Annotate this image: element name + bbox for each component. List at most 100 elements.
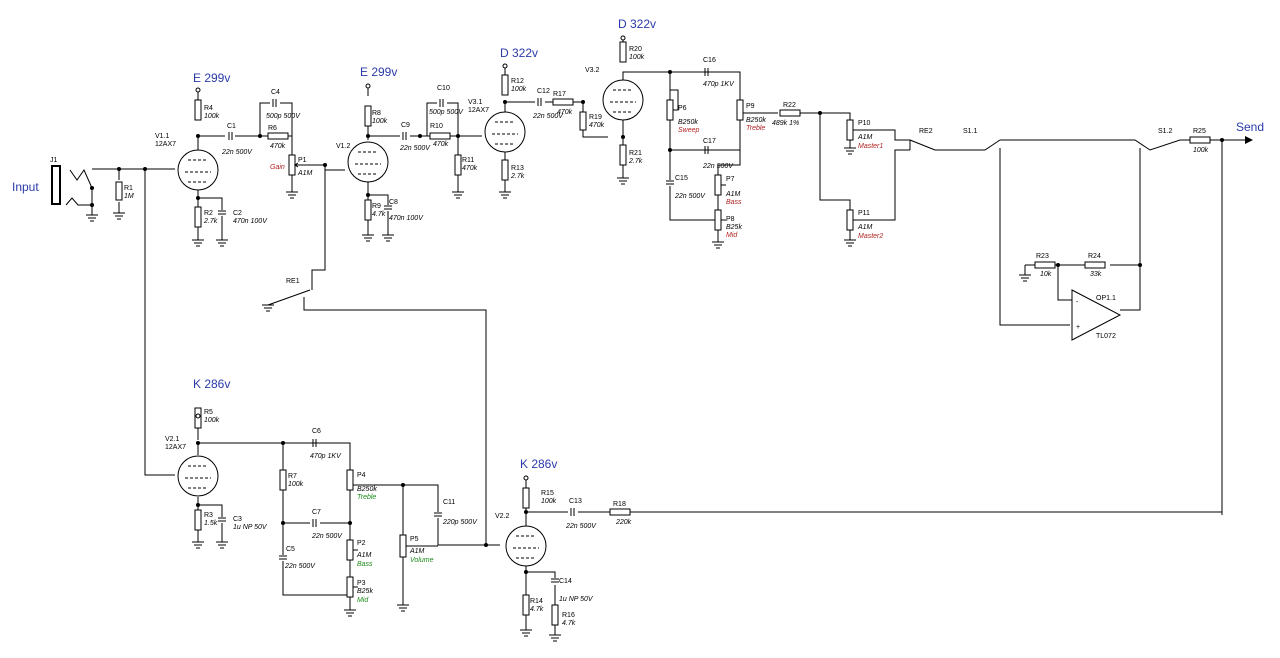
c4-ref: C4 xyxy=(271,89,280,96)
c12-val: 22n 500V xyxy=(532,113,564,120)
r18-val: 220k xyxy=(615,519,632,526)
p7-name: Bass xyxy=(726,199,742,206)
c17-ref: C17 xyxy=(703,138,716,145)
r3-ref: R3 xyxy=(204,512,213,519)
c14-val: 1u NP 50V xyxy=(559,596,594,603)
r7-val: 100k xyxy=(288,481,304,488)
c3-val: 1u NP 50V xyxy=(233,524,268,531)
r22-ref: R22 xyxy=(783,102,796,109)
opamp-type: TL072 xyxy=(1096,333,1116,340)
c2-ref: C2 xyxy=(233,210,242,217)
junction-dots xyxy=(90,70,1224,574)
p11-name: Master2 xyxy=(858,233,883,240)
s12-label: S1.2 xyxy=(1158,128,1173,135)
ground-symbols xyxy=(86,147,1031,642)
opamp-triangle xyxy=(1071,289,1122,341)
c2-val: 470n 100V xyxy=(233,218,268,225)
r23-val: 10k xyxy=(1040,271,1052,278)
r7-ref: R7 xyxy=(288,473,297,480)
tube-v2-1 xyxy=(177,455,219,497)
r8-ref: R8 xyxy=(372,110,381,117)
r6-ref: R6 xyxy=(268,125,277,132)
p5-ref: P5 xyxy=(410,536,419,543)
r14-val: 4.7k xyxy=(530,606,544,613)
c4-val: 500p 500V xyxy=(266,113,301,120)
r23-ref: R23 xyxy=(1036,253,1049,260)
r2-val: 2.7k xyxy=(203,218,218,225)
p1-val: A1M xyxy=(297,170,313,177)
v21-voltage: K 286v xyxy=(193,377,230,391)
v12-voltage: E 299v xyxy=(360,65,397,79)
c1-ref: C1 xyxy=(227,123,236,130)
input-jack xyxy=(51,165,93,206)
c8-ref: C8 xyxy=(389,199,398,206)
output-arrow xyxy=(1245,136,1253,144)
r4-val: 100k xyxy=(204,113,220,120)
r19-val: 470k xyxy=(589,122,605,129)
opamp-ref: OP1.1 xyxy=(1096,295,1116,302)
r14-ref: R14 xyxy=(530,598,543,605)
r18-ref: R18 xyxy=(613,501,626,508)
r15-ref: R15 xyxy=(541,490,554,497)
p7-ref: P7 xyxy=(726,176,735,183)
tube-v1-1 xyxy=(177,149,219,191)
v21-ref: V2.1 xyxy=(165,436,180,443)
v22-voltage: K 286v xyxy=(520,457,557,471)
c10-val: 500p 500V xyxy=(429,109,464,116)
r4-ref: R4 xyxy=(204,105,213,112)
r2-ref: R2 xyxy=(204,210,213,217)
opamp-minus: - xyxy=(1076,299,1079,306)
r9-val: 4.7k xyxy=(372,211,386,218)
p5-name: Volume xyxy=(410,557,434,564)
c5-ref: C5 xyxy=(286,546,295,553)
r10-ref: R10 xyxy=(430,123,443,130)
c15-ref: C15 xyxy=(675,175,688,182)
capacitor-plates xyxy=(218,68,709,583)
p4-ref: P4 xyxy=(357,472,366,479)
c13-val: 22n 500V xyxy=(565,523,597,530)
r24-ref: R24 xyxy=(1088,253,1101,260)
c7-ref: C7 xyxy=(312,509,321,516)
tube-v1-2 xyxy=(347,141,389,183)
re2-label: RE2 xyxy=(919,128,933,135)
p3-name: Mid xyxy=(357,597,369,604)
labels: Input Send J1 E 299v E 299v D 322v D 322… xyxy=(12,17,1264,627)
p8-val: B25k xyxy=(726,224,742,231)
c11-ref: C11 xyxy=(443,499,455,506)
r12-val: 100k xyxy=(511,86,527,93)
r5-ref: R5 xyxy=(204,409,213,416)
r15-val: 100k xyxy=(541,498,557,505)
v32-voltage: D 322v xyxy=(618,17,656,31)
p1-ref: P1 xyxy=(298,157,307,164)
p6-name: Sweep xyxy=(678,127,700,134)
wires xyxy=(91,40,1245,635)
p9-name: Treble xyxy=(746,125,765,132)
send-label: Send xyxy=(1236,120,1264,134)
p4-name: Treble xyxy=(357,494,376,501)
p9-val: B250k xyxy=(746,117,766,124)
p3-ref: P3 xyxy=(357,580,366,587)
r17-ref: R17 xyxy=(553,91,566,98)
tube-v3-2 xyxy=(602,79,644,121)
p11-ref: P11 xyxy=(858,210,870,217)
v32-ref: V3.2 xyxy=(585,67,600,74)
v12-ref: V1.2 xyxy=(336,143,351,150)
p2-val: A1M xyxy=(356,552,372,559)
v11-type: 12AX7 xyxy=(155,141,176,148)
r6-val: 470k xyxy=(270,143,286,150)
p4-val: B250k xyxy=(357,486,377,493)
v31-type: 12AX7 xyxy=(468,107,489,114)
pot-bodies xyxy=(288,89,858,598)
v11-voltage: E 299v xyxy=(193,71,230,85)
c14-ref: C14 xyxy=(559,578,572,585)
p8-name: Mid xyxy=(726,232,738,239)
jack-ref: J1 xyxy=(50,157,58,164)
r16-ref: R16 xyxy=(562,612,575,619)
p2-name: Bass xyxy=(357,561,373,568)
c6-val: 470p 1KV xyxy=(310,453,342,460)
r25-ref: R25 xyxy=(1193,128,1206,135)
resistor-bodies xyxy=(115,41,1211,626)
p6-ref: P6 xyxy=(678,105,687,112)
c7-val: 22n 500V xyxy=(311,533,343,540)
